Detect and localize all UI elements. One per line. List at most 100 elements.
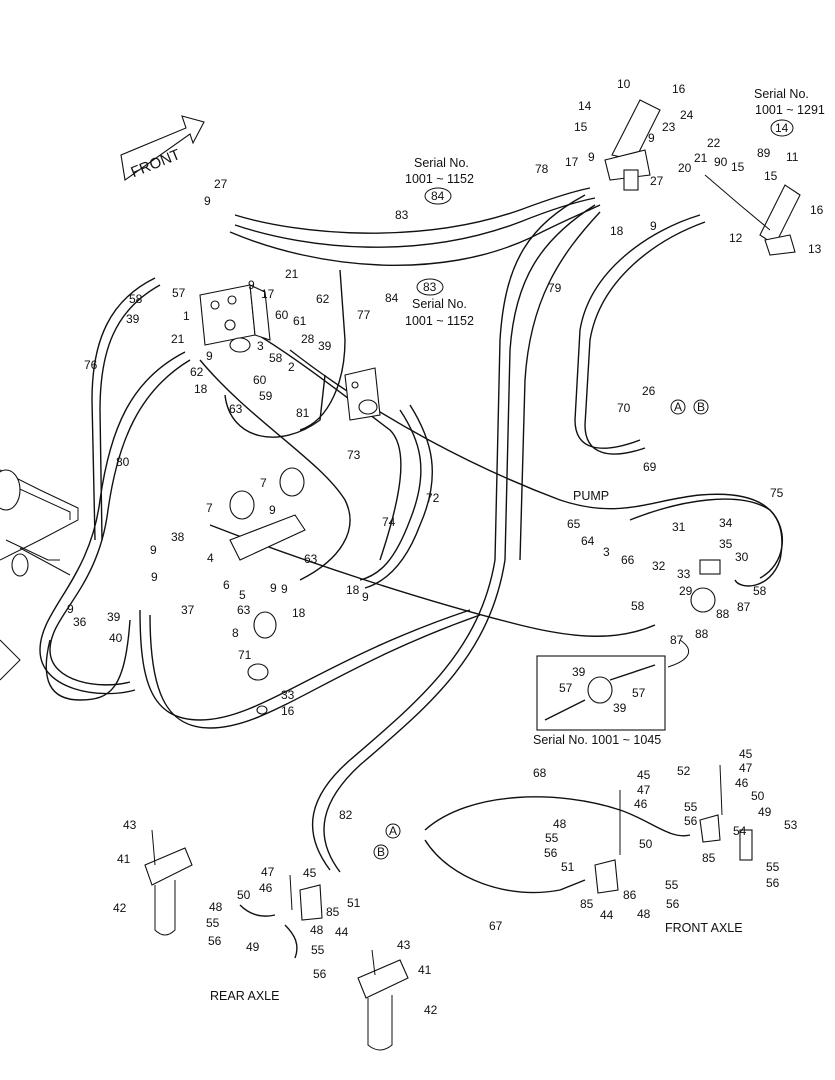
callout: 47 [637,783,651,797]
callout: 42 [113,901,127,915]
callout: 73 [347,448,361,462]
front-direction-arrow: FRONT [120,115,205,181]
callout: 44 [335,925,349,939]
callout: 60 [253,373,267,387]
control-valve-main [199,284,271,353]
callout: 70 [617,401,631,415]
callout: 39 [613,701,627,715]
callout: 17 [261,287,275,301]
callout: 88 [716,607,730,621]
callout: 16 [672,82,686,96]
callout: 55 [311,943,325,957]
brake-pedal-10 [604,99,661,191]
serial-label-1152-b: Serial No. [412,297,467,311]
callout: 46 [634,797,648,811]
callout: 33 [677,567,691,581]
callout: 3 [257,339,264,353]
callout: 48 [209,900,223,914]
callout: 71 [238,648,252,662]
callout: 53 [784,818,798,832]
callout: 50 [751,789,765,803]
callout: 58 [753,584,767,598]
callout: 62 [190,365,204,379]
callout: 18 [346,583,360,597]
callout: 67 [489,919,503,933]
callout: 85 [580,897,594,911]
callout: 69 [643,460,657,474]
callout: 76 [84,358,98,372]
callout: 56 [544,846,558,860]
callout: 21 [694,151,708,165]
callout: 56 [766,876,780,890]
callout: 9 [206,349,213,363]
callout: 16 [281,704,295,718]
callout: 72 [426,491,440,505]
callout: 51 [347,896,361,910]
callout: 9 [648,131,655,145]
callout: 5 [239,588,246,602]
port-b-top-text: B [697,400,705,414]
callout: 9 [650,219,657,233]
callout: 55 [684,800,698,814]
port-b-top [693,399,709,415]
callout: 9 [150,543,157,557]
inset-detail [536,639,690,731]
callout: 80 [116,455,130,469]
callout: 75 [770,486,784,500]
callout: 27 [214,177,228,191]
callout: 39 [126,312,140,326]
callout: 61 [293,314,307,328]
circle-ref-83 [416,278,444,296]
callout: 50 [237,888,251,902]
port-a-top-text: A [674,400,682,414]
callout: 48 [310,923,324,937]
callout: 89 [757,146,771,160]
u-bolt-bracket-top [144,829,193,936]
front-axle-brackets [594,764,753,894]
callout: 56 [666,897,680,911]
callout: 63 [229,402,243,416]
callout: 55 [545,831,559,845]
callout: 87 [737,600,751,614]
callout: 49 [758,805,772,819]
accumulator-block [229,467,306,639]
port-a-bottom-text: A [389,824,397,838]
serial-range-1152-b: 1001 ~ 1152 [405,314,474,328]
callout: 83 [395,208,409,222]
callout: 46 [735,776,749,790]
callout: 84 [385,291,399,305]
callout: 60 [275,308,289,322]
pedal-11 [704,174,801,256]
callout: 21 [285,267,299,281]
callout: 47 [261,865,275,879]
pump-label: PUMP [573,489,609,503]
callout: 45 [739,747,753,761]
port-a-top [670,399,686,415]
callout: 55 [665,878,679,892]
callout: 41 [418,963,432,977]
rear-axle-label: REAR AXLE [210,989,279,1003]
callout: 57 [559,681,573,695]
callout: 57 [632,686,646,700]
callout: 56 [208,934,222,948]
callout: 43 [123,818,137,832]
callout: 14 [578,99,592,113]
circle-ref-83-text: 83 [423,280,437,294]
callout: 85 [702,851,716,865]
callout: 62 [316,292,330,306]
pump-fitting-29 [690,559,721,613]
callout: 90 [714,155,728,169]
callout: 16 [810,203,824,217]
callout: 24 [680,108,694,122]
port-a-bottom [385,823,401,839]
callout: 17 [565,155,579,169]
callout: 36 [73,615,87,629]
callout: 39 [107,610,121,624]
callout: 45 [637,768,651,782]
callout: 20 [678,161,692,175]
callout: 4 [207,551,214,565]
callout: 45 [303,866,317,880]
callout: 57 [172,286,186,300]
port-b-bottom [373,844,389,860]
